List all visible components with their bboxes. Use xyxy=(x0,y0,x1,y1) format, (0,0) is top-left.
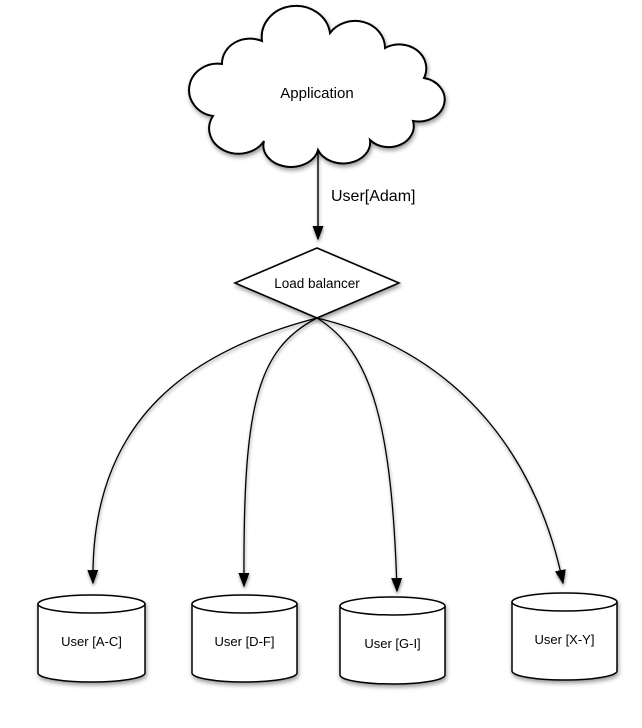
nodes-layer xyxy=(37,4,618,685)
edge-lb-to-shard-4 xyxy=(316,317,566,585)
edge-lb-to-shard-2 xyxy=(238,317,318,588)
application-label: Application xyxy=(280,85,353,102)
edge-lb-to-shard-3 xyxy=(316,317,403,593)
shard-label-1: User [A-C] xyxy=(61,634,122,649)
cylinder-top xyxy=(339,596,446,616)
shard-node-2 xyxy=(191,594,298,683)
diamond-shape xyxy=(232,247,402,319)
shard-node-3 xyxy=(339,596,446,685)
request-edge-label: User[Adam] xyxy=(331,188,415,205)
cylinder-body xyxy=(37,603,146,683)
shard-label-2: User [D-F] xyxy=(215,634,275,649)
cylinder-top xyxy=(191,594,298,614)
cylinder-body xyxy=(339,605,446,685)
cloud-shape xyxy=(188,4,446,168)
cylinder-body xyxy=(191,603,298,683)
shard-node-1 xyxy=(37,594,146,683)
edge-lb-to-shard-1 xyxy=(87,317,318,585)
edges-layer xyxy=(87,150,566,593)
cylinder-top xyxy=(37,594,146,614)
cylinder-top xyxy=(511,592,618,612)
load-balancer-label: Load balancer xyxy=(274,276,360,291)
application-node xyxy=(188,4,446,168)
shard-node-4 xyxy=(511,592,618,681)
cylinder-body xyxy=(511,601,618,681)
shard-label-3: User [G-I] xyxy=(364,636,420,651)
load-balancer-node xyxy=(232,247,402,319)
shard-label-4: User [X-Y] xyxy=(535,632,595,647)
